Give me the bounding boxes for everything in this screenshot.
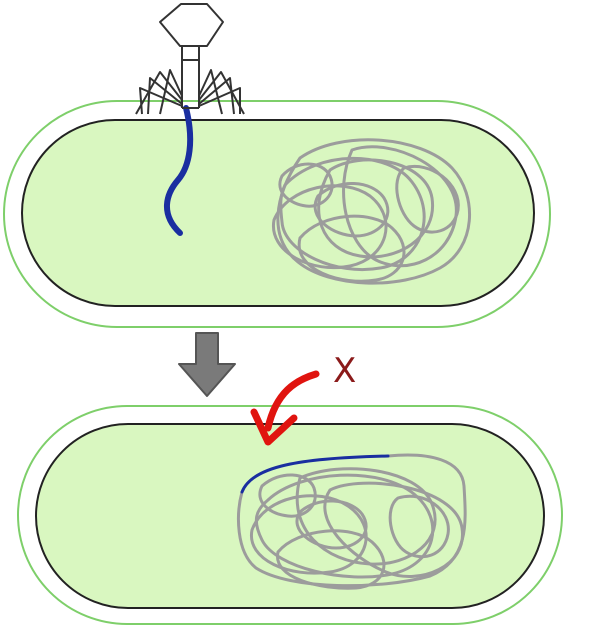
phage-tail-fibers-right	[198, 69, 245, 115]
prophage-dna	[240, 454, 390, 494]
integration-site-label: X	[333, 351, 356, 391]
phage-head	[159, 3, 224, 47]
phage-tail-fibers-left	[135, 69, 183, 115]
phage-dna-injected	[163, 105, 194, 236]
bacteriophage-icon	[135, 3, 245, 115]
down-arrow-icon	[178, 332, 236, 397]
curved-arrow-icon	[250, 370, 320, 446]
bacterium-top-chromosome	[272, 138, 471, 285]
bacterium-bottom-chromosome	[237, 453, 467, 590]
bacterium-bottom	[17, 405, 563, 625]
bacterium-top	[3, 100, 551, 328]
